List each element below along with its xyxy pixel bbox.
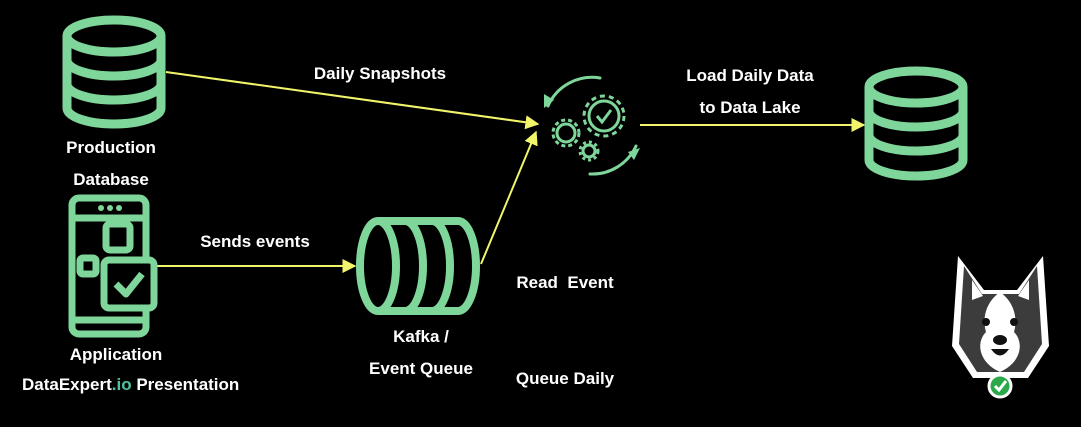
load-daily-data-label: Load Daily Data to Data Lake bbox=[670, 60, 830, 124]
phone-dots-icon bbox=[98, 205, 122, 211]
arrow-read-event-queue bbox=[480, 130, 538, 265]
label-line: Kafka / bbox=[393, 327, 449, 346]
brand-accent: .io bbox=[111, 375, 132, 394]
queue-cylinder-icon bbox=[356, 217, 480, 315]
pipeline-diagram bbox=[62, 15, 1049, 399]
label-line: Sends events bbox=[200, 232, 310, 251]
mobile-app-icon bbox=[68, 194, 158, 338]
label-line: Production bbox=[66, 138, 156, 157]
brand-name: DataExpert bbox=[22, 375, 112, 394]
label-line: Queue Daily bbox=[515, 369, 615, 388]
husky-mascot-icon bbox=[952, 256, 1049, 399]
brand-suffix: Presentation bbox=[131, 375, 240, 394]
data-lake-database-icon bbox=[864, 66, 968, 181]
daily-snapshots-label: Daily Snapshots bbox=[300, 58, 460, 90]
sends-events-label: Sends events bbox=[190, 226, 320, 258]
gears-cycle-icon bbox=[544, 75, 640, 176]
label-line: Application bbox=[69, 345, 163, 364]
brand-footer: DataExpert.io Presentation bbox=[22, 375, 239, 395]
production-database-label: Production Database bbox=[56, 132, 166, 196]
label-line: Database bbox=[73, 170, 149, 189]
kafka-label: Kafka / Event Queue bbox=[356, 321, 486, 385]
database-icon bbox=[62, 15, 166, 129]
label-line: Read Event bbox=[516, 273, 614, 292]
read-event-queue-label: Read Event Queue Daily bbox=[500, 203, 630, 427]
application-label: Application bbox=[56, 339, 176, 371]
arrow-daily-snapshots bbox=[165, 71, 540, 130]
label-line: to Data Lake bbox=[699, 98, 801, 117]
label-line: Daily Snapshots bbox=[313, 64, 447, 83]
label-line: Event Queue bbox=[369, 359, 473, 378]
label-line: Load Daily Data bbox=[686, 66, 814, 85]
